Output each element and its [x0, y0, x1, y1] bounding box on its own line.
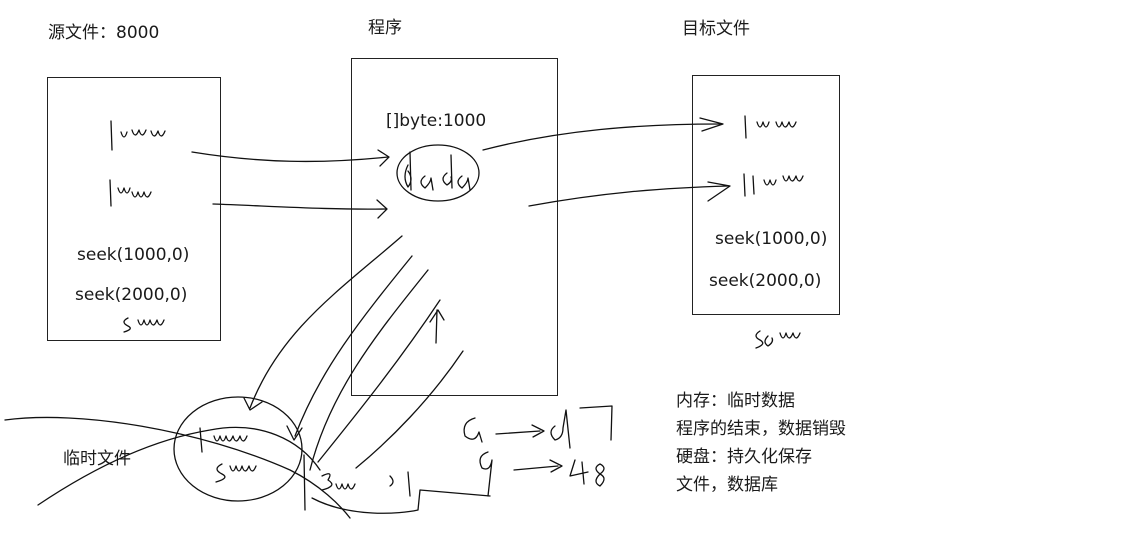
program-buffer-label: []byte:1000 — [386, 111, 487, 131]
target-seek-1: seek(1000,0) — [715, 229, 828, 249]
temp-scribble-3000 — [321, 471, 411, 497]
target-seek-2: seek(2000,0) — [709, 271, 822, 291]
target-file-title: 目标文件 — [682, 19, 750, 39]
program-box — [351, 58, 558, 396]
temp-file-circle — [173, 396, 303, 502]
source-file-title: 源文件：8000 — [48, 23, 160, 43]
wave-1 — [4, 416, 351, 519]
scribble-a-97 — [463, 405, 613, 449]
note-memory: 内存：临时数据 — [676, 391, 795, 411]
temp-scribble-1000 — [199, 427, 248, 453]
source-seek-2: seek(2000,0) — [75, 285, 188, 305]
arrowhead-5 — [243, 397, 263, 411]
source-seek-1: seek(1000,0) — [77, 245, 190, 265]
program-title: 程序 — [368, 18, 402, 38]
scribble-0-48 — [479, 451, 605, 497]
note-program-end: 程序的结束，数据销毁 — [676, 419, 846, 439]
note-disk: 硬盘：持久化保存 — [676, 447, 812, 467]
arrowhead-6 — [286, 425, 303, 441]
temp-scribble-5000 — [215, 463, 257, 483]
target-scribble-5000 — [755, 330, 801, 349]
temp-file-title: 临时文件 — [63, 449, 131, 469]
note-file-db: 文件，数据库 — [676, 475, 778, 495]
vertical-stroke — [303, 454, 306, 511]
bracket-line — [311, 489, 491, 514]
